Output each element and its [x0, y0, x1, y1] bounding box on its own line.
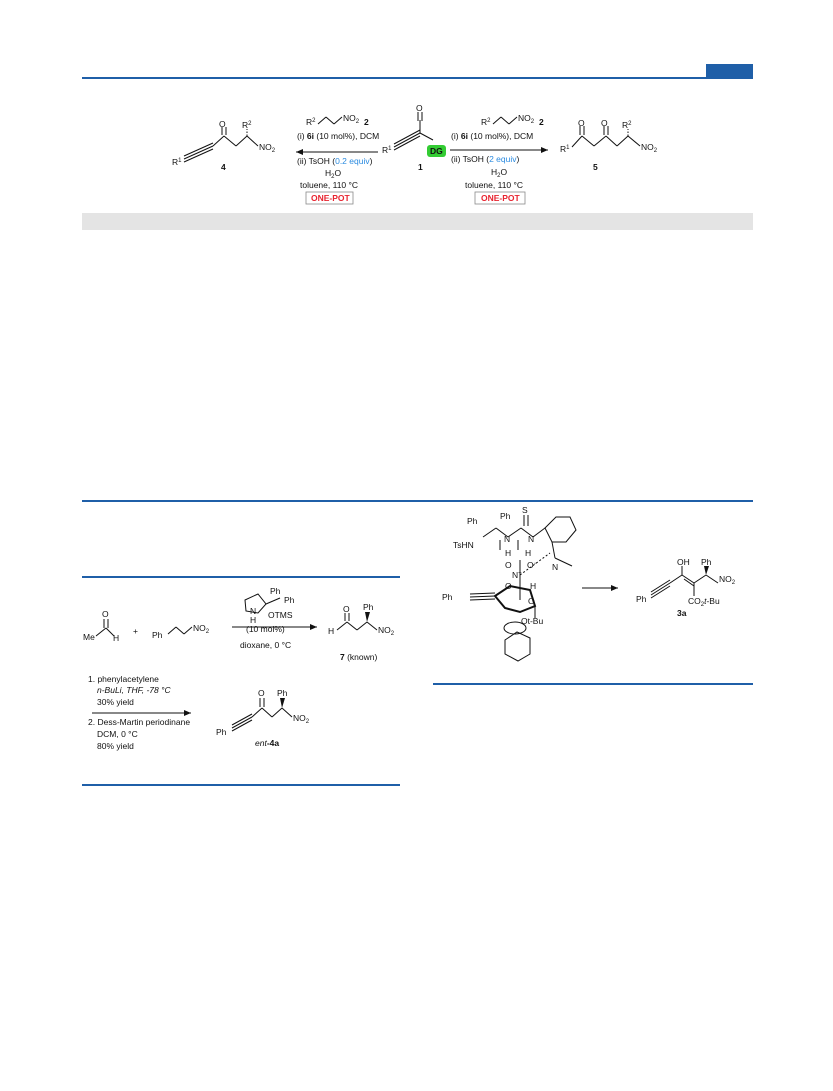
svg-text:NO2: NO2: [293, 713, 310, 725]
left-acid-line: (ii) TsOH (0.2 equiv): [297, 156, 373, 166]
compound-5-label: 5: [593, 162, 598, 172]
ts-n-amine: N: [552, 562, 558, 572]
ts-ph-1: Ph: [467, 516, 478, 526]
section-rule-full: [82, 500, 753, 502]
svg-text:NO2: NO2: [343, 113, 360, 125]
catalyst-ph-2: Ph: [284, 595, 295, 605]
left-solvent: toluene, 110 °C: [300, 180, 358, 190]
svg-text:R2: R2: [306, 117, 316, 127]
svg-text:R1: R1: [382, 145, 392, 155]
ts-s: S: [522, 505, 528, 515]
header-rule: [82, 77, 753, 79]
step-1: 1. phenylacetylene: [88, 674, 159, 684]
svg-text:O: O: [505, 560, 512, 570]
svg-text:Ph: Ph: [152, 630, 163, 640]
header-tab: [706, 64, 753, 79]
svg-text:O−: O−: [527, 560, 538, 570]
acetaldehyde-me: Me: [83, 632, 95, 642]
left-scheme-rule-bottom: [82, 784, 400, 786]
svg-text:O: O: [343, 604, 350, 614]
svg-text:Ph: Ph: [216, 727, 227, 737]
svg-text:NO2: NO2: [518, 113, 535, 125]
dg-badge: DG: [430, 146, 443, 156]
ts-h-1: H: [505, 548, 511, 558]
svg-text:R2: R2: [242, 120, 252, 130]
svg-text:H2O: H2O: [325, 168, 341, 180]
svg-text:NO2: NO2: [259, 142, 276, 154]
catalyst-otms: OTMS: [268, 610, 293, 620]
svg-text:O: O: [258, 688, 265, 698]
ts-ot-bu: Ot-Bu: [521, 616, 543, 626]
svg-text:Ph: Ph: [277, 688, 288, 698]
right-one-pot-tag: ONE-POT: [481, 193, 521, 203]
svg-text:Ph: Ph: [363, 602, 374, 612]
svg-text:N: N: [250, 606, 256, 616]
ts-ph-2: Ph: [500, 511, 511, 521]
step-1-yield: 30% yield: [97, 697, 134, 707]
ent-4a-label: ent-4a: [255, 738, 279, 748]
svg-text:Ph: Ph: [636, 594, 647, 604]
catalyst-ph-1: Ph: [270, 586, 281, 596]
svg-text:R1: R1: [560, 144, 570, 154]
top-scheme: R1 O R2 NO2 4 R1 O 1 R1 O O R2 NO2 5 R2 …: [172, 103, 658, 205]
step-2: 2. Dess-Martin periodinane: [88, 717, 190, 727]
left-reagent-number: 2: [364, 117, 369, 127]
svg-text:O: O: [102, 609, 109, 619]
svg-text:R2: R2: [481, 117, 491, 127]
caption-bar: [82, 213, 753, 230]
ts-h-3: H: [530, 581, 536, 591]
svg-text:H2O: H2O: [491, 167, 507, 179]
right-catalyst-line: (i) 6i (10 mol%), DCM: [451, 131, 533, 141]
svg-text:NO2: NO2: [719, 574, 736, 586]
svg-text:R1: R1: [172, 157, 182, 167]
step-2-yield: 80% yield: [97, 741, 134, 751]
svg-text:H: H: [113, 633, 119, 643]
right-reagent-number: 2: [539, 117, 544, 127]
svg-text:NO2: NO2: [641, 142, 658, 154]
svg-text:H: H: [328, 626, 334, 636]
svg-text:NO2: NO2: [378, 625, 395, 637]
left-one-pot-tag: ONE-POT: [311, 193, 351, 203]
product-7-label: 7 (known): [340, 652, 377, 662]
svg-text:O: O: [416, 103, 423, 113]
svg-text:O: O: [601, 118, 608, 128]
right-solvent: toluene, 110 °C: [465, 180, 523, 190]
svg-text:R2: R2: [622, 120, 632, 130]
right-acid-line: (ii) TsOH (2 equiv): [451, 154, 520, 164]
left-scheme-rule-top: [82, 576, 400, 578]
svg-text:H: H: [250, 615, 256, 625]
ts-o-1: O: [505, 581, 512, 591]
svg-text:OH: OH: [677, 557, 690, 567]
ts-n-1: N: [504, 534, 510, 544]
step-1-base: n-BuLi, THF, -78 °C: [97, 685, 171, 695]
ts-h-2: H: [525, 548, 531, 558]
ts-n-2: N: [528, 534, 534, 544]
ts-o-2: O: [528, 596, 535, 606]
catalyst-loading: (10 mol%): [246, 624, 285, 634]
compound-4-label: 4: [221, 162, 226, 172]
svg-text:O: O: [578, 118, 585, 128]
product-3a-label: 3a: [677, 608, 687, 618]
left-conditions: dioxane, 0 °C: [240, 640, 291, 650]
step-2-conditions: DCM, 0 °C: [97, 729, 138, 739]
compound-1-label: 1: [418, 162, 423, 172]
left-catalyst-line: (i) 6i (10 mol%), DCM: [297, 131, 379, 141]
svg-text:NO2: NO2: [193, 623, 210, 635]
svg-text:O: O: [219, 119, 226, 129]
ts-ph-3: Ph: [442, 592, 453, 602]
ts-tshn: TsHN: [453, 540, 474, 550]
plus-sign: +: [133, 626, 138, 636]
svg-text:N+: N+: [512, 570, 522, 580]
svg-text:Ph: Ph: [701, 557, 712, 567]
right-scheme-rule-bottom: [433, 683, 753, 685]
svg-text:CO2t-Bu: CO2t-Bu: [688, 596, 720, 608]
